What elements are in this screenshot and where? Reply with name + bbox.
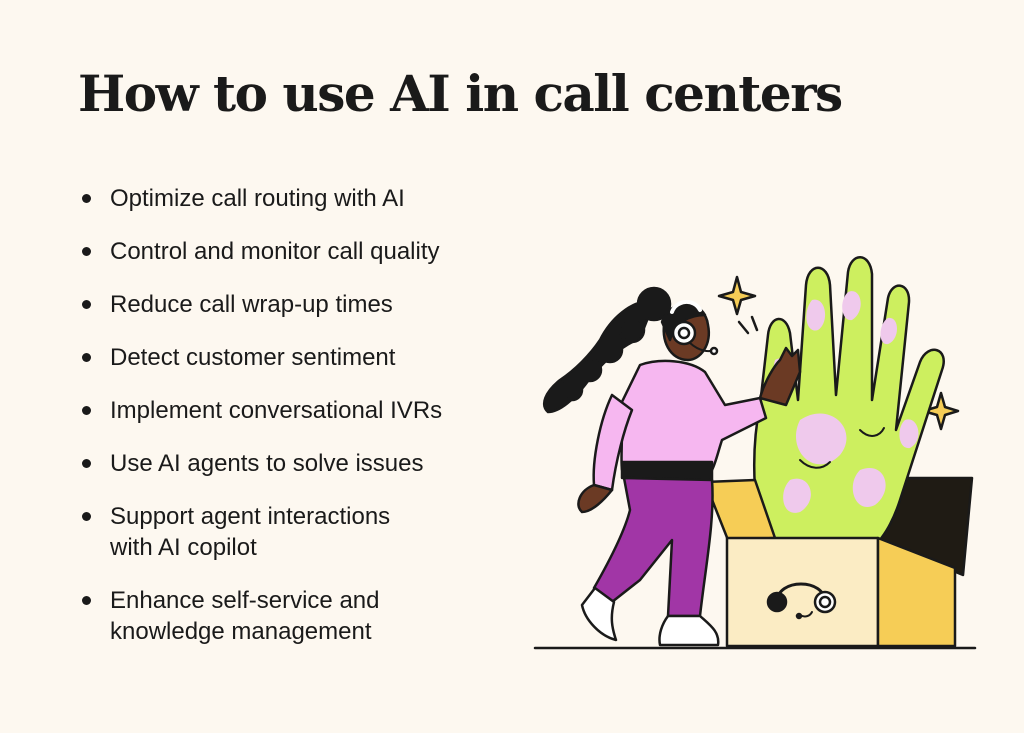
call-center-illustration bbox=[533, 256, 977, 650]
box-front bbox=[725, 536, 880, 648]
list-item-label: Support agent interactions with AI copil… bbox=[110, 503, 391, 561]
list-item: Support agent interactions with AI copil… bbox=[80, 501, 520, 563]
list-item: Implement conversational IVRs bbox=[80, 395, 520, 426]
bullet-icon bbox=[82, 406, 91, 415]
list-item: Detect customer sentiment bbox=[80, 342, 520, 373]
bullet-icon bbox=[82, 459, 91, 468]
list-item: Use AI agents to solve issues bbox=[80, 448, 520, 479]
list-item-label: Use AI agents to solve issues bbox=[110, 450, 424, 477]
box-side bbox=[876, 536, 957, 648]
list-item-label: Enhance self-service and knowledge manag… bbox=[110, 587, 380, 645]
robot-hand bbox=[753, 256, 945, 552]
list-item-label: Control and monitor call quality bbox=[110, 238, 440, 265]
list-item: Reduce call wrap-up times bbox=[80, 289, 520, 320]
list-item: Optimize call routing with AI bbox=[80, 183, 520, 214]
motion-marks bbox=[737, 315, 759, 335]
sparkle-icon bbox=[717, 275, 757, 316]
use-case-list: Optimize call routing with AI Control an… bbox=[80, 183, 520, 669]
bullet-icon bbox=[82, 353, 91, 362]
list-item: Control and monitor call quality bbox=[80, 236, 520, 267]
bullet-icon bbox=[82, 300, 91, 309]
list-item: Enhance self-service and knowledge manag… bbox=[80, 585, 520, 647]
page-title: How to use AI in call centers bbox=[78, 64, 843, 123]
bullet-icon bbox=[82, 194, 91, 203]
list-item-label: Reduce call wrap-up times bbox=[110, 291, 393, 318]
agent-figure bbox=[543, 286, 802, 647]
list-item-label: Detect customer sentiment bbox=[110, 344, 396, 371]
bullet-icon bbox=[82, 247, 91, 256]
list-item-label: Implement conversational IVRs bbox=[110, 397, 443, 424]
list-item-label: Optimize call routing with AI bbox=[110, 185, 405, 212]
bullet-icon bbox=[82, 512, 91, 521]
headset-icon bbox=[766, 582, 837, 620]
bullet-icon bbox=[82, 596, 91, 605]
sparkle-icon bbox=[921, 391, 960, 431]
